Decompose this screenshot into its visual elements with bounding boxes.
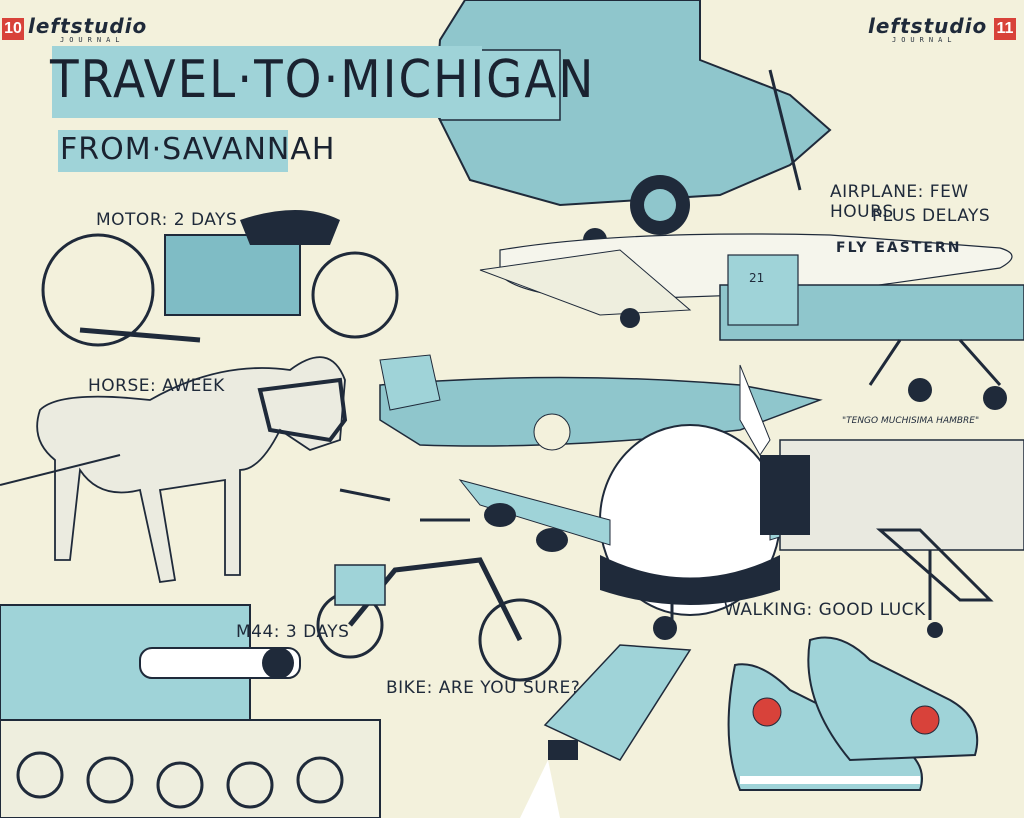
label-motor: MOTOR: 2 DAYS bbox=[96, 210, 238, 230]
page-title: TRAVEL·TO·MICHIGAN bbox=[50, 50, 596, 110]
biplane-illustration: 21 bbox=[719, 254, 1024, 410]
left-page-number: 10 bbox=[2, 18, 24, 40]
jet-bridge-illustration bbox=[760, 439, 1024, 638]
bicycle-illustration bbox=[316, 488, 562, 682]
plane-lettering: FLY EASTERN bbox=[836, 240, 962, 256]
brand-logo-left: leftstudio bbox=[28, 14, 148, 38]
right-page-number: 11 bbox=[994, 18, 1016, 40]
label-m44: M44: 3 DAYS bbox=[236, 622, 350, 642]
brand-sub-right: JOURNAL bbox=[892, 36, 957, 44]
motorcycle-illustration bbox=[41, 210, 399, 347]
label-bike: BIKE: ARE YOU SURE? bbox=[386, 678, 581, 698]
brand-sub-left: JOURNAL bbox=[60, 36, 125, 44]
handwritten-note: "TENGO MUCHISIMA HAMBRE" bbox=[842, 416, 980, 426]
label-horse: HORSE: AWEEK bbox=[88, 376, 225, 396]
tank-illustration bbox=[0, 604, 381, 818]
label-airplane-line1: AIRPLANE: FEW HOURS bbox=[830, 182, 969, 222]
baggage-cart-illustration bbox=[520, 644, 692, 818]
label-airplane-line2: PLUS DELAYS bbox=[872, 206, 991, 226]
propeller-plane-illustration bbox=[433, 0, 832, 252]
subtitle-highlight bbox=[58, 130, 288, 172]
svg-text:21: 21 bbox=[749, 271, 764, 285]
jumbo-jet-illustration bbox=[458, 364, 901, 640]
sneakers-illustration bbox=[727, 636, 979, 791]
label-walking: WALKING: GOOD LUCK bbox=[724, 600, 926, 620]
brand-logo-right: leftstudio bbox=[868, 14, 988, 38]
title-highlight bbox=[52, 46, 482, 118]
horse-illustration bbox=[0, 356, 348, 584]
page-subtitle: FROM·SAVANNAH bbox=[60, 132, 336, 167]
